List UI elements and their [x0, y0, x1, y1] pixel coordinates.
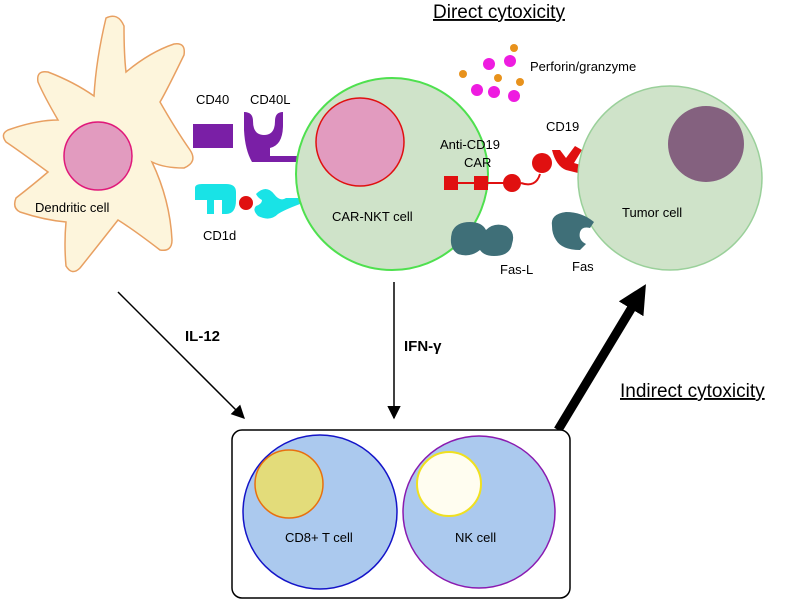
- car-scfv-linker: [520, 173, 541, 186]
- indirect-cytotoxicity-heading: Indirect cytoxicity: [620, 381, 765, 402]
- cd19-receptor: [552, 146, 584, 174]
- il12-arrow: [117, 291, 245, 419]
- tumor-cell-nucleus: [668, 106, 744, 182]
- perforin-granule: [488, 86, 500, 98]
- direct-cytotoxicity-heading: Direct cytoxicity: [433, 2, 565, 23]
- car-costim-domain: [474, 176, 488, 190]
- cd40l-label: CD40L: [250, 92, 290, 107]
- perforin-granule: [504, 55, 516, 67]
- perforin-granzyme-granules: [459, 44, 524, 102]
- cd1d-label: CD1d: [203, 228, 236, 243]
- granzyme-granule: [459, 70, 467, 78]
- car-nkt-cell: CAR-NKT cell: [295, 77, 489, 271]
- granzyme-granule: [516, 78, 524, 86]
- perforin-granule: [483, 58, 495, 70]
- tumor-cell: Tumor cell: [577, 85, 763, 271]
- car-nkt-cell-label: CAR-NKT cell: [332, 209, 413, 224]
- tumor-cell-body: [577, 85, 763, 271]
- cd8-t-cell-nucleus: [254, 449, 324, 519]
- cd40-receptor: [193, 124, 233, 148]
- tcr-receptor: [254, 189, 300, 219]
- nk-cell-body: [402, 435, 556, 589]
- anti-cd19-car: [444, 153, 552, 192]
- ifn-gamma-label: IFN-γ: [404, 338, 442, 355]
- car-nkt-cell-nucleus: [315, 97, 405, 187]
- cd8-t-cell: CD8+ T cell: [242, 434, 398, 590]
- nk-cell-nucleus: [416, 451, 482, 517]
- fas-l-ligand: [450, 222, 514, 256]
- tumor-cell-label: Tumor cell: [622, 205, 682, 220]
- car-scfv-domain: [532, 153, 552, 173]
- anti-cd19-car-label-line2: CAR: [464, 155, 491, 170]
- cd8-t-cell-label: CD8+ T cell: [285, 530, 353, 545]
- dendritic-cell: Dendritic cell: [2, 15, 194, 273]
- dendritic-cell-label: Dendritic cell: [35, 200, 110, 215]
- cd1d-lipid-antigen: [239, 196, 253, 210]
- nk-cell: NK cell: [402, 435, 556, 589]
- il12-label: IL-12: [185, 328, 220, 345]
- car-signaling-domain: [444, 176, 458, 190]
- perforin-granule: [471, 84, 483, 96]
- indirect-cytotoxicity-arrow: [554, 284, 646, 433]
- fas-label: Fas: [572, 259, 594, 274]
- dendritic-cell-nucleus: [63, 121, 133, 191]
- nk-cell-label: NK cell: [455, 530, 496, 545]
- cd40l-ligand: [244, 112, 300, 162]
- cd1d-molecule: [195, 184, 236, 214]
- cd1d-complex: [195, 184, 253, 214]
- perforin-granzyme-label: Perforin/granzyme: [530, 59, 636, 74]
- granzyme-granule: [510, 44, 518, 52]
- cd19-label: CD19: [546, 119, 579, 134]
- cd40-label: CD40: [196, 92, 229, 107]
- fas-l-label: Fas-L: [500, 262, 533, 277]
- fas-receptor: [551, 212, 594, 250]
- car-hinge-domain: [503, 174, 521, 192]
- perforin-granule: [508, 90, 520, 102]
- anti-cd19-car-label-line1: Anti-CD19: [440, 137, 500, 152]
- granzyme-granule: [494, 74, 502, 82]
